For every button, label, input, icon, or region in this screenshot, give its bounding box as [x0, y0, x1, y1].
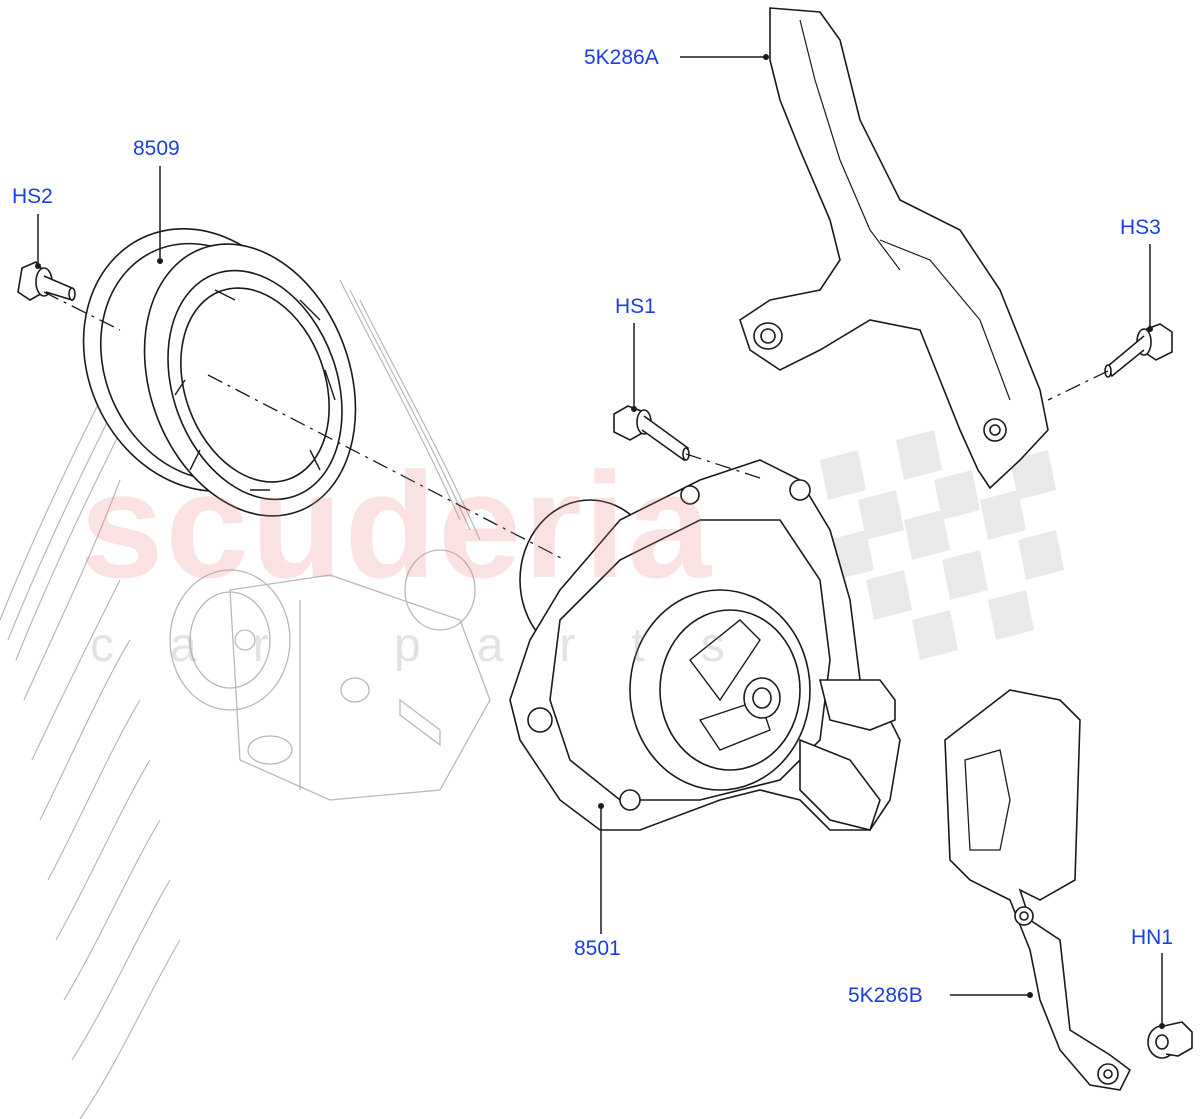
- bolt-hs1: [613, 405, 690, 462]
- bolt-hs2: [17, 261, 76, 302]
- belt-tensioner-ghost: [169, 549, 491, 801]
- bracket-5k286a: [739, 7, 1049, 490]
- bracket-5k286b: [944, 689, 1132, 1091]
- pulley-8509: [82, 228, 357, 517]
- watermark-brand: scuderia: [80, 441, 713, 609]
- leader-line-dots: [35, 54, 1165, 1029]
- bolt-hs3: [1104, 323, 1173, 378]
- assembly-center-lines: [43, 291, 1109, 561]
- callout-5k286b: 5K286B: [848, 984, 923, 1007]
- callout-hs1: HS1: [615, 295, 656, 318]
- callout-8509: 8509: [133, 137, 180, 160]
- water-pump-8501: [509, 459, 901, 831]
- callout-5k286a: 5K286A: [584, 46, 659, 69]
- watermark-subtitle: car parts: [90, 619, 781, 672]
- nut-hn1: [1147, 1021, 1193, 1059]
- callout-hs3: HS3: [1120, 216, 1161, 239]
- callout-hn1: HN1: [1131, 926, 1174, 949]
- callout-8501: 8501: [574, 937, 621, 960]
- callout-hs2: HS2: [12, 185, 53, 208]
